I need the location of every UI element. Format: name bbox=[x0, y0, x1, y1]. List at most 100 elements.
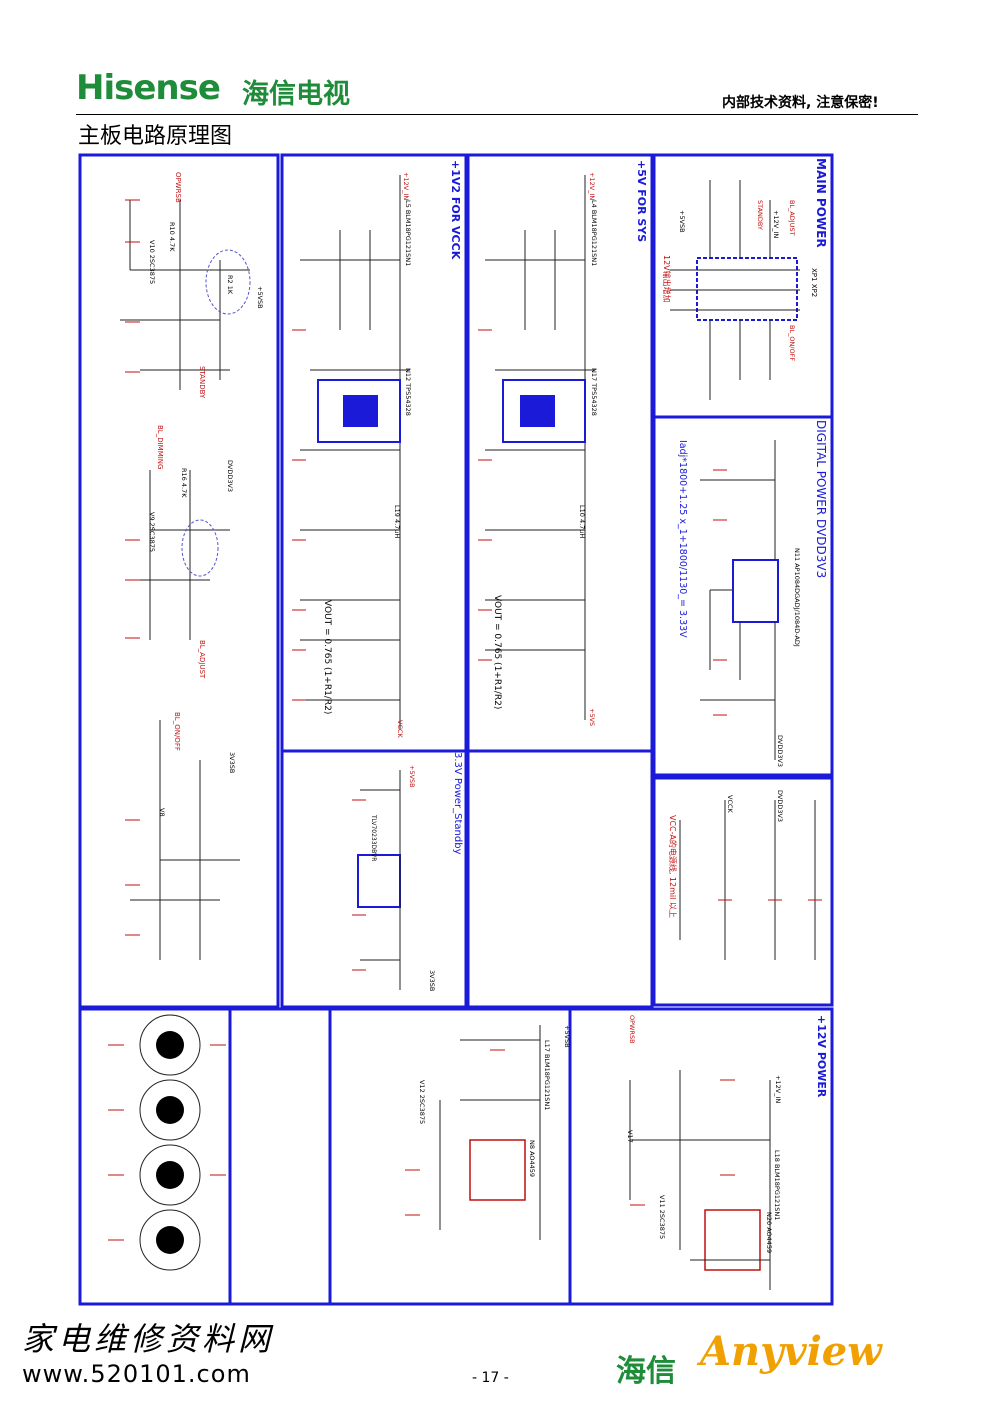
net-bl-on: BL_ON/OFF bbox=[173, 712, 181, 751]
bl-control-nets: OPWRSB STANDBY BL_DIMMING BL_ADJUST BL_O… bbox=[156, 172, 206, 751]
switch-n8-body bbox=[469, 1139, 526, 1201]
net-bl-adjust-main: BL_ADJUST bbox=[788, 200, 796, 236]
section-title-standby: 3.3V Power_Standby bbox=[452, 752, 463, 855]
part-r2: R2 1K bbox=[226, 275, 234, 295]
dvdd-formula: Iadj*1800+1.25 x_1+1800/1130_= 3.33V bbox=[677, 440, 688, 638]
confidential-notice: 内部技术资料, 注意保密! bbox=[722, 95, 879, 111]
dvdd-ic-label: N11 AP1084DGADJ/1084D-ADJ bbox=[793, 548, 801, 647]
footer-logo-en: Anyview bbox=[700, 1328, 882, 1375]
vcck-gnd bbox=[292, 329, 306, 701]
net-12v-in-12v: +12V_IN bbox=[774, 1075, 782, 1103]
net-3v3sb-out: 3V3SB bbox=[428, 970, 436, 991]
part-v10: V10 2SC3875 bbox=[148, 240, 156, 284]
main-connector-label: XP1 XP2 bbox=[810, 268, 818, 297]
brand-logo-cn: 海信电视 bbox=[242, 79, 350, 110]
net-5vsb-main: +5VSB bbox=[678, 210, 686, 233]
net-12v-sys: +12V_IN bbox=[588, 172, 596, 200]
part-r10: R10 4.7K bbox=[168, 222, 176, 252]
net-5vs-out: +5VS bbox=[588, 708, 596, 726]
net-standby-main: STANDBY bbox=[756, 200, 764, 230]
net-bl-on-main: BL_ON/OFF bbox=[788, 325, 796, 361]
section-title-12v: +12V POWER bbox=[815, 1015, 828, 1098]
ic-label-vcck: N12 TPS54328 bbox=[404, 368, 412, 416]
net-12v-main: +12V_IN bbox=[772, 210, 780, 238]
part-l17: L17 BLM18PG121SN1 bbox=[543, 1040, 551, 1110]
panel-borders bbox=[78, 153, 834, 1306]
sys-gnd bbox=[478, 329, 492, 661]
sys-ic-body bbox=[502, 379, 586, 443]
main-connector-body bbox=[696, 257, 798, 321]
vcck-wiring bbox=[300, 175, 410, 730]
net-5vsb-bl: +5VSB bbox=[256, 286, 264, 309]
section-title-dvdd: DIGITAL POWER DVDD3V3 bbox=[814, 420, 828, 578]
header-rule bbox=[76, 114, 918, 115]
net-opwrsb-12v: OPWRSB bbox=[628, 1015, 636, 1044]
section-title-main-power: MAIN POWER bbox=[814, 158, 828, 248]
page-title: 主板电路原理图 bbox=[78, 124, 233, 149]
filter-wiring bbox=[679, 800, 816, 960]
sys-wiring bbox=[485, 175, 595, 720]
connector-cores bbox=[156, 1031, 184, 1254]
bl-control-wiring bbox=[120, 200, 250, 960]
bl-control-parts: R10 4.7K R2 1K V10 2SC3875 R16 4.7K V9 2… bbox=[148, 222, 264, 817]
vout-formula-sys: VOUT = 0.765 (1+R1/R2) bbox=[492, 595, 502, 709]
panel-filters bbox=[652, 776, 834, 1007]
net-5vsb-standby: +5VSB bbox=[408, 765, 416, 788]
panel-blank bbox=[228, 1007, 332, 1306]
switch-n20-body bbox=[704, 1209, 761, 1271]
panel-digital-power bbox=[652, 415, 834, 777]
net-dvdd-filter: DVDD3V3 bbox=[776, 790, 784, 822]
net-vcck-out: VCCK bbox=[396, 720, 404, 739]
main-power-wiring bbox=[670, 180, 800, 400]
bl-control-highlight bbox=[181, 249, 251, 577]
net-3v3sb-bl: 3V3SB bbox=[228, 752, 236, 773]
part-n20: N20 AO4459 bbox=[765, 1212, 773, 1253]
panel-12v-power bbox=[568, 1007, 834, 1306]
section-title-vcck: +1V2 FOR VCCK bbox=[449, 160, 462, 260]
panel-standby bbox=[280, 749, 468, 1009]
main-power-note: 12V输出增加 bbox=[662, 255, 672, 303]
standby-ic-label: TLV70233DBVR bbox=[370, 814, 377, 861]
part-v9: V9 2SC3875 bbox=[148, 512, 156, 552]
panel-bl-control bbox=[78, 153, 280, 1009]
net-bl-adjust: BL_ADJUST bbox=[198, 640, 206, 679]
bl-control-gnd bbox=[125, 199, 140, 936]
net-dvdd-bl: DVDD3V3 bbox=[226, 460, 234, 492]
footer-url: www.520101.com bbox=[22, 1360, 251, 1388]
net-opwrsb: OPWRSB bbox=[174, 172, 182, 203]
panel-main-power bbox=[652, 153, 834, 419]
net-12v-vcck: +12V_IN bbox=[402, 172, 410, 200]
filter-note: VCC-A的电源线, 12mil 以上 bbox=[668, 815, 678, 918]
part-l18: L18 BLM18PG121SN1 bbox=[773, 1150, 781, 1220]
vcck-ic-body bbox=[317, 379, 401, 443]
page-number: - 17 - bbox=[472, 1370, 509, 1386]
part-l5: L5 BLM18PG121SN1 bbox=[404, 200, 412, 266]
part-l10: L10 4.7uH bbox=[578, 505, 586, 538]
dvdd-regulator-body bbox=[732, 559, 779, 623]
dvdd-gnd bbox=[713, 469, 727, 716]
net-standby: STANDBY bbox=[198, 366, 206, 399]
power-12v-gnd bbox=[630, 1079, 735, 1206]
part-v12: V12 2SC3875 bbox=[418, 1080, 426, 1124]
dvdd-wiring bbox=[700, 440, 776, 760]
part-l19: L19 4.7uH bbox=[393, 505, 401, 538]
part-v11: V11 2SC3875 bbox=[658, 1195, 666, 1239]
connector-gnd bbox=[108, 1044, 226, 1241]
part-r16: R16 4.7K bbox=[180, 468, 188, 498]
power-12v-wiring bbox=[629, 1070, 771, 1290]
footer-logo-cn: 海信 bbox=[616, 1354, 676, 1389]
net-dvdd-out: DVDD3V3 bbox=[776, 735, 784, 767]
part-n8: N8 AO4459 bbox=[528, 1140, 536, 1177]
part-v8: V8 bbox=[158, 808, 166, 817]
sys-ic-pad bbox=[520, 395, 555, 427]
net-bl-dimming: BL_DIMMING bbox=[156, 425, 164, 469]
standby-regulator-body bbox=[357, 854, 401, 908]
brand-logo-text: Hisense bbox=[76, 68, 221, 108]
section-title-sys: +5V FOR SYS bbox=[635, 160, 648, 242]
ic-label-sys: N17 TPS54328 bbox=[590, 368, 598, 416]
standby-gnd bbox=[352, 799, 366, 971]
vcck-ic-pad bbox=[343, 395, 378, 427]
part-v17: V17 bbox=[626, 1130, 634, 1143]
net-vcck-filter: VCCK bbox=[726, 795, 734, 814]
